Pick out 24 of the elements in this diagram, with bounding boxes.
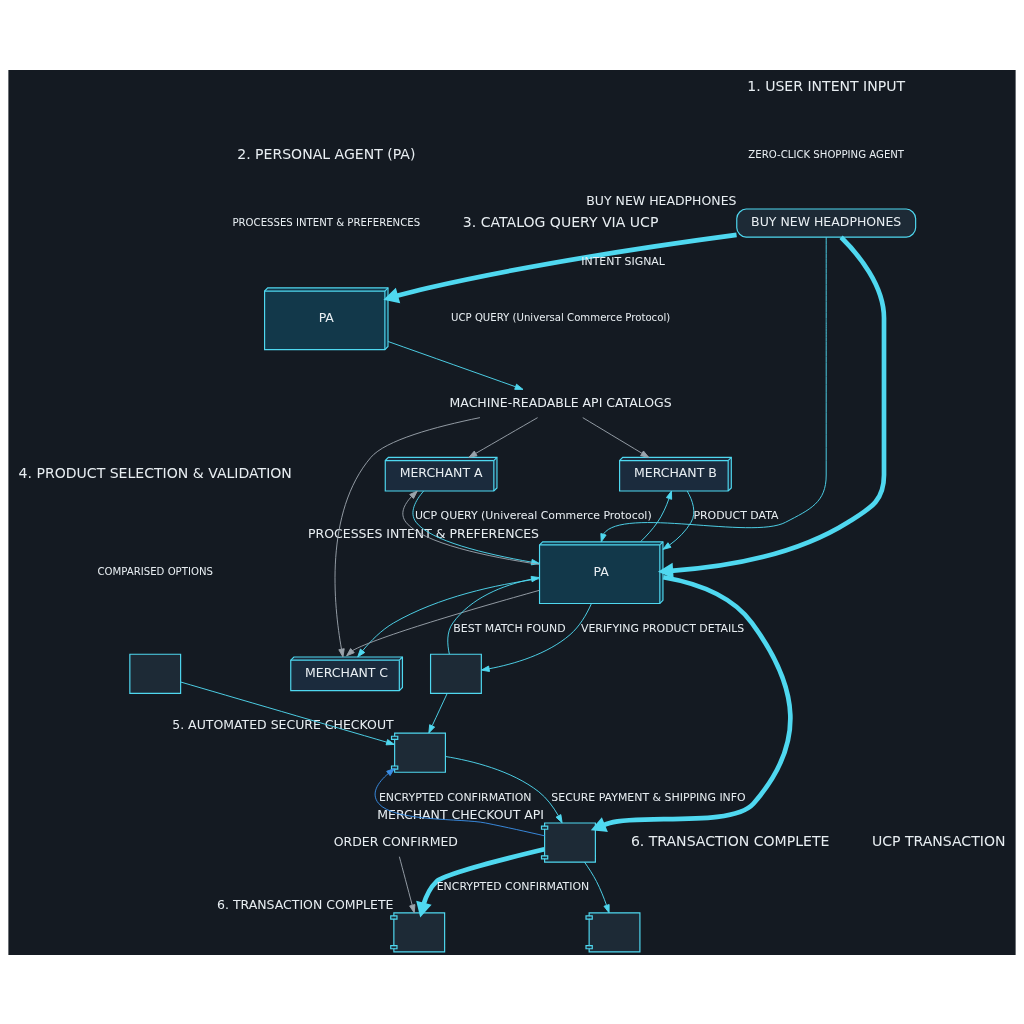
- node-label: BUY NEW HEADPHONES: [586, 192, 737, 208]
- edge-label: VERIFYING PRODUCT DETAILS: [580, 621, 745, 635]
- label: UCP TRANSACTION: [871, 832, 1006, 849]
- label: UCP QUERY (Universal Commerce Protocol): [451, 311, 671, 323]
- label: 4. PRODUCT SELECTION & VALIDATION: [18, 464, 292, 481]
- edge-label: INTENT SIGNAL: [581, 254, 665, 268]
- edge-label: PRODUCT DATA: [693, 508, 779, 522]
- node-label: PROCESSES INTENT & PREFERENCES: [308, 525, 540, 541]
- edge-label: SECURE PAYMENT & SHIPPING INFO: [551, 790, 746, 803]
- edge-label: ENCRYPTED CONFIRMATION: [436, 879, 590, 893]
- node-label: 6. TRANSACTION COMPLETE: [217, 896, 394, 912]
- label: 3. CATALOG QUERY VIA UCP: [462, 213, 659, 230]
- edge-label: UCP QUERY (Univereal Commerce Protocol): [414, 508, 652, 522]
- label: ZERO-CLICK SHOPPING AGENT: [748, 148, 905, 160]
- label: COMPARISED OPTIONS: [97, 565, 213, 577]
- node-label: 5. AUTOMATED SECURE CHECKOUT: [172, 716, 394, 732]
- node-text: MACHINE-READABLE API CATALOGS: [449, 394, 672, 409]
- label: 6. TRANSACTION COMPLETE: [630, 832, 830, 849]
- node-text: ORDER CONFIRMED: [333, 832, 458, 848]
- edge-label: BEST MATCH FOUND: [453, 621, 566, 635]
- label: 2. PERSONAL AGENT (PA): [237, 145, 416, 162]
- label: 1. USER INTENT INPUT: [747, 77, 906, 94]
- edge-label: ENCRYPTED CONFIRMATION: [378, 790, 532, 803]
- label: PROCESSES INTENT & PREFERENCES: [232, 216, 421, 228]
